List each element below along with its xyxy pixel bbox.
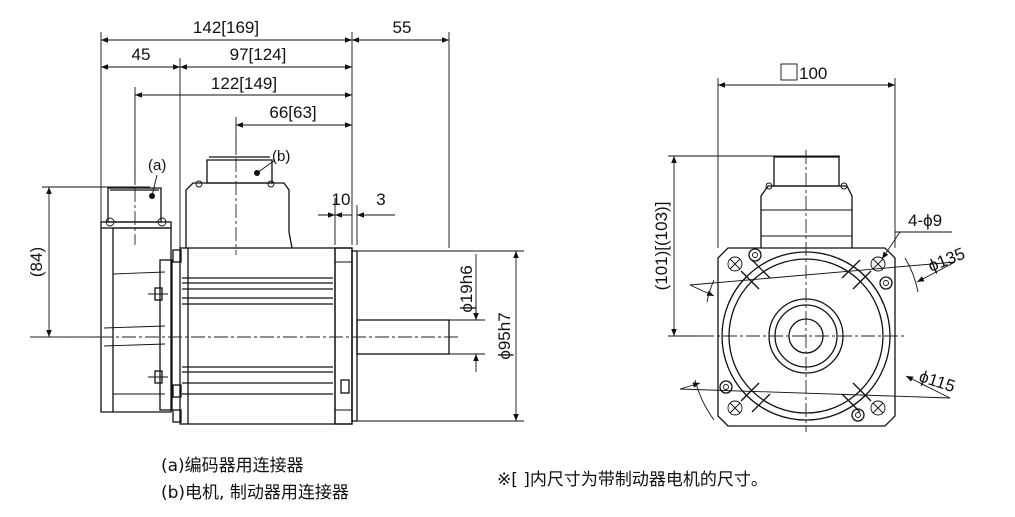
side-view: 142[169] 55 45 97[124] 122[149] 66[63] 1… <box>27 18 524 425</box>
dim-pcd: ϕ135 <box>925 244 967 276</box>
shaft <box>351 250 450 422</box>
legend-encoder-connector: (a)编码器用连接器 <box>161 456 304 476</box>
encoder-connector: (a) <box>100 157 172 229</box>
extension-lines <box>100 32 450 250</box>
flange-square-dimension: 100 <box>717 63 896 248</box>
connector-height-dimension: (101)[(103)] <box>652 155 840 337</box>
dim-encoder-offset: 45 <box>132 45 151 64</box>
callout-a: (a) <box>148 157 166 174</box>
dim-spigot-diameter: ϕ95h7 <box>495 312 514 359</box>
legend: (a)编码器用连接器 (b)电机, 制动器用连接器 <box>161 456 349 503</box>
flange-square <box>717 247 896 427</box>
horizontal-dimensions: 142[169] 55 45 97[124] 122[149] 66[63] 1… <box>101 18 449 218</box>
spigot-diameter-dimension: ϕ95h7 <box>357 250 524 422</box>
spokes <box>740 259 872 413</box>
front-view: 100 (101)[(103)] <box>652 63 968 432</box>
dim-flange-square: 100 <box>799 64 827 83</box>
dim-shaft-diameter: ϕ19h6 <box>457 265 476 312</box>
dim-connector-height: (101)[(103)] <box>652 202 671 291</box>
pcd-dimension: ϕ135 <box>689 244 968 303</box>
dim-mounting-holes: 4-ϕ9 <box>908 211 942 230</box>
encoder-height-dimension: (84) <box>27 186 150 338</box>
brake-motor-note: ※[ ]内尺寸为带制动器电机的尺寸。 <box>497 470 768 490</box>
dim-shaft-shoulder: 3 <box>376 190 385 209</box>
power-connector: (b) <box>185 148 293 249</box>
mounting-hole-callout: 4-ϕ9 <box>881 211 952 260</box>
mounting-holes <box>727 256 886 416</box>
dim-body-length: 97[124] <box>230 45 287 64</box>
dim-overall-length: 142[169] <box>193 18 259 37</box>
screws <box>719 248 893 422</box>
callout-b: (b) <box>272 148 290 165</box>
motor-body <box>172 247 353 425</box>
dim-power-connector-offset: 66[63] <box>269 103 316 122</box>
dim-encoder-height: (84) <box>27 247 46 277</box>
front-connector <box>760 156 853 248</box>
encoder-housing <box>100 227 173 413</box>
legend-power-connector: (b)电机, 制动器用连接器 <box>161 483 349 503</box>
dim-flange-thickness: 10 <box>332 190 351 209</box>
square-symbol <box>780 63 798 81</box>
shaft-diameter-dimension: ϕ19h6 <box>449 254 485 372</box>
dim-encoder-connector-offset: 122[149] <box>211 74 277 93</box>
dim-shaft-length: 55 <box>393 18 412 37</box>
